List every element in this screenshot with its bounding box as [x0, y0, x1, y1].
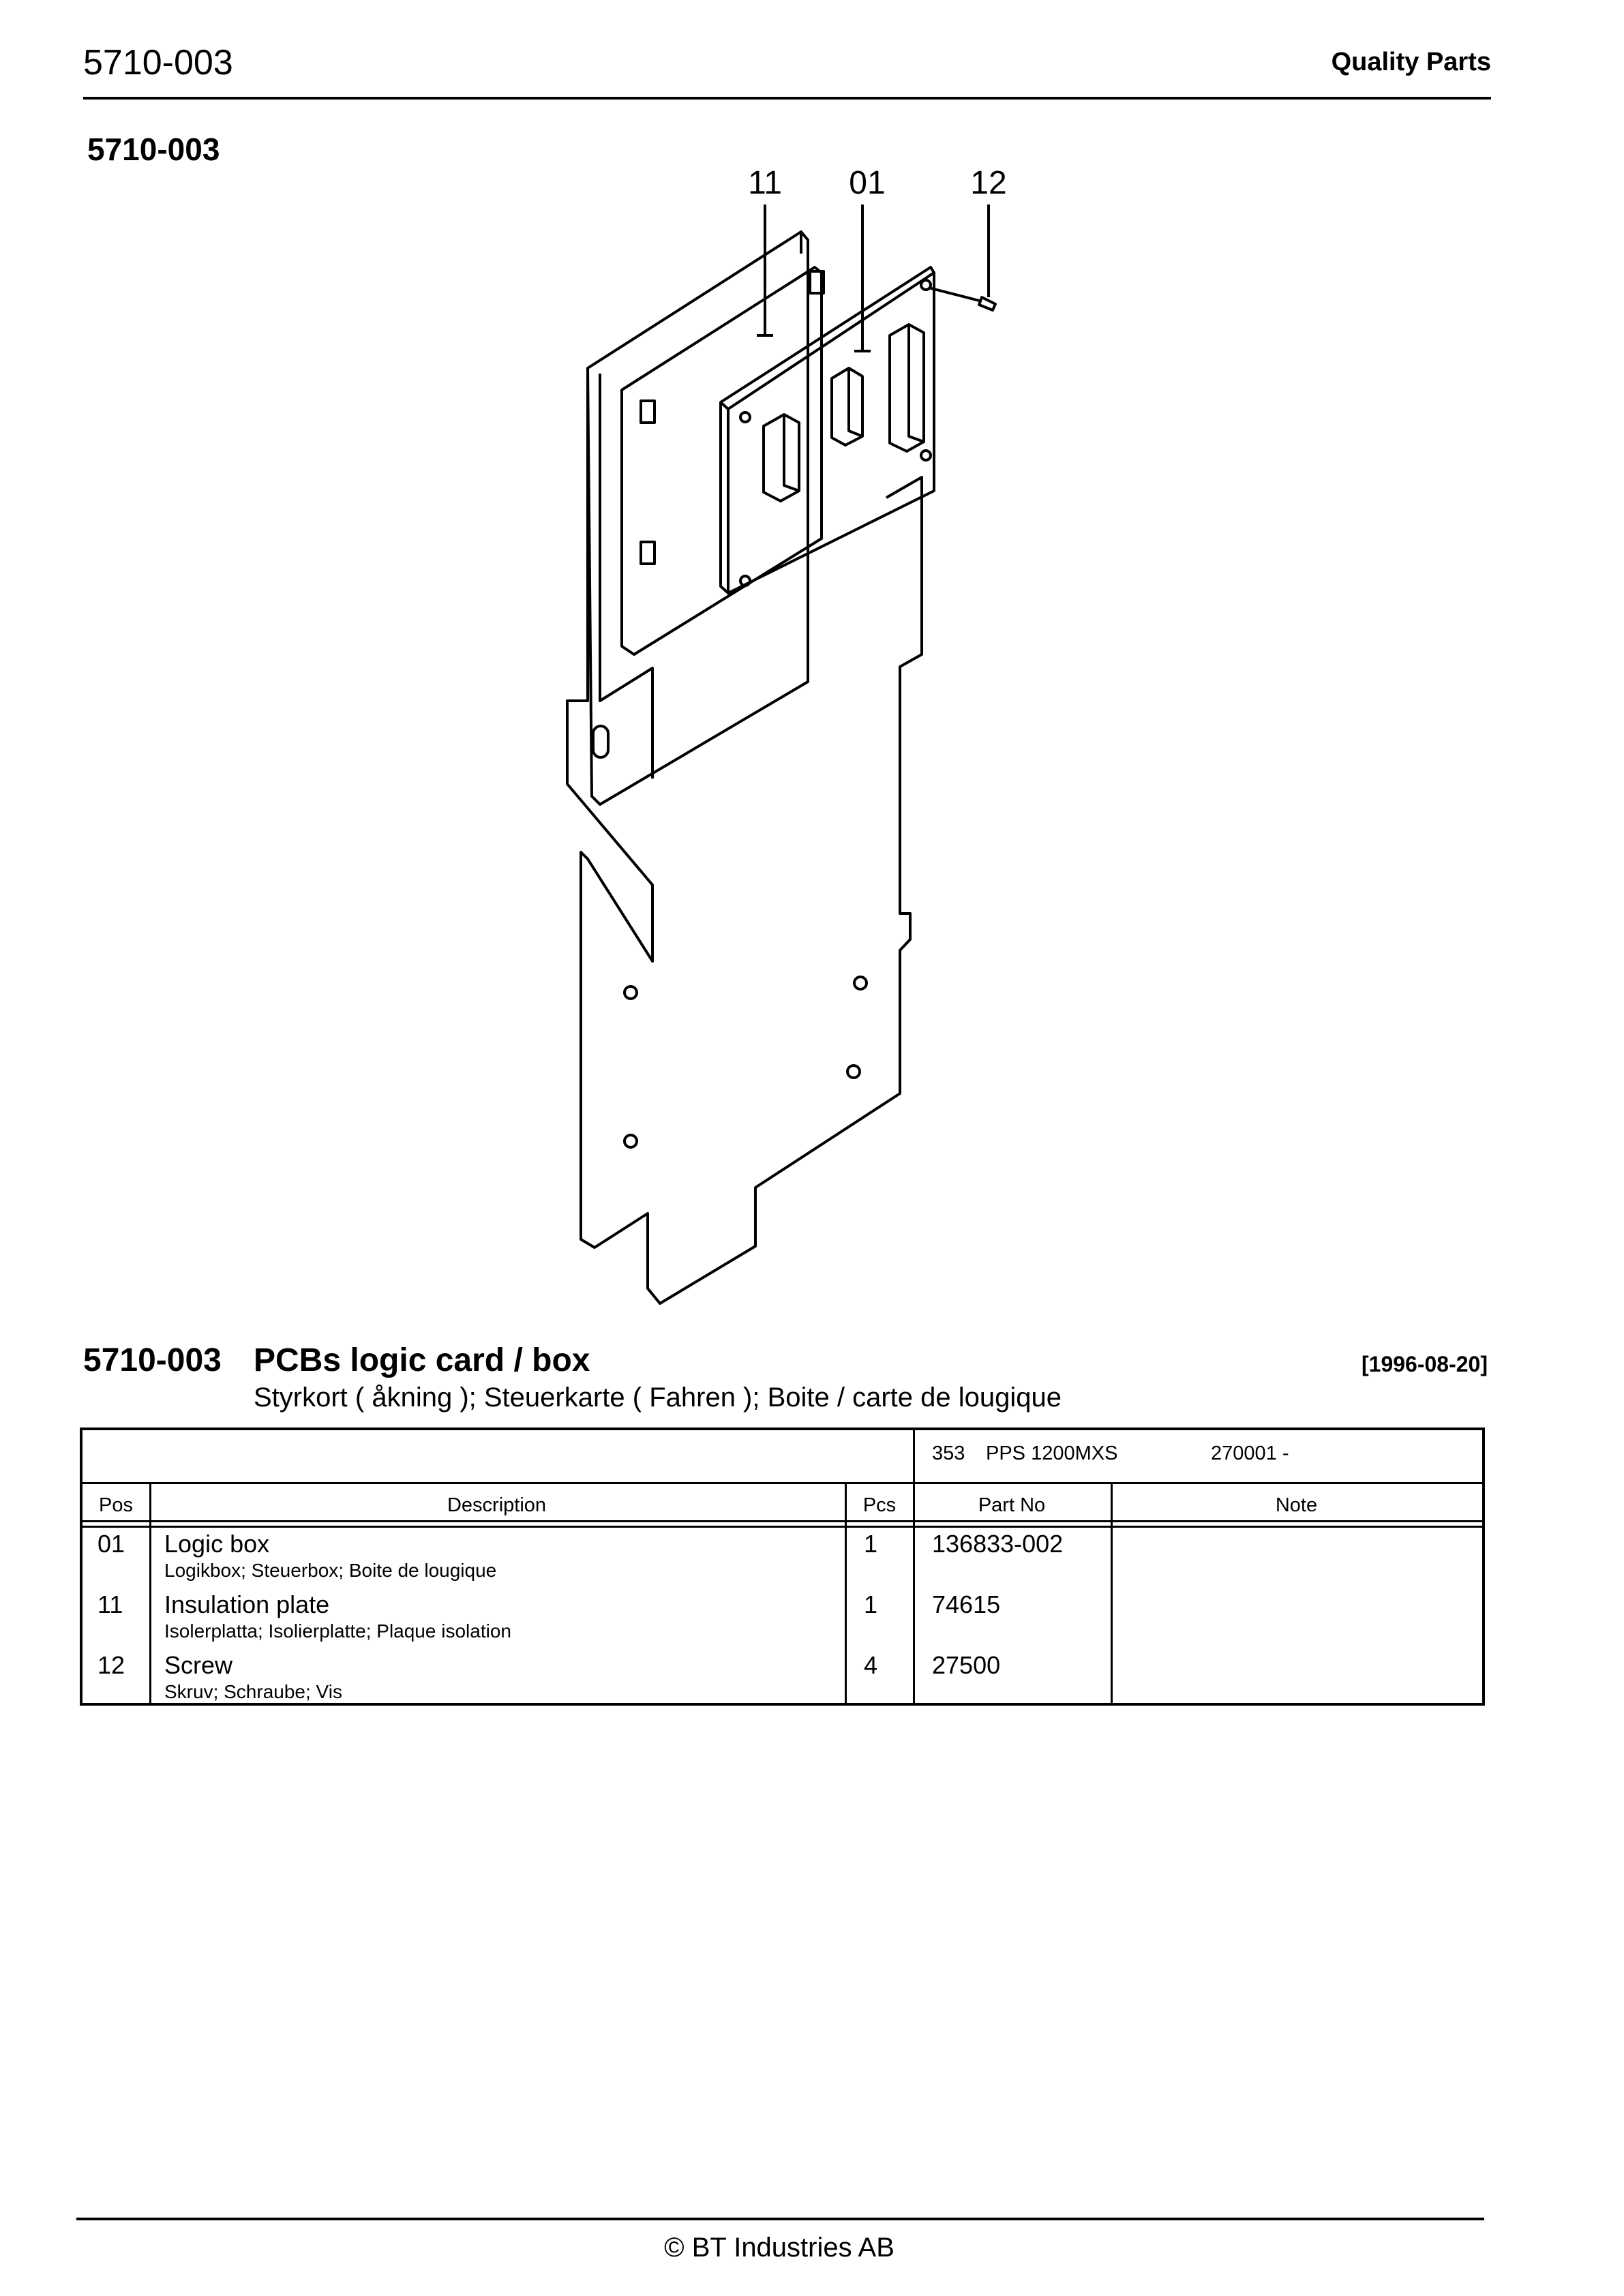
- header-rule-2: [82, 1526, 1482, 1528]
- applicability-divider: [913, 1430, 915, 1482]
- drawing-code: 5710-003: [87, 132, 220, 167]
- row-pos: 11: [97, 1590, 123, 1618]
- col-header-description: Description: [447, 1494, 547, 1516]
- model-number: 353: [932, 1442, 965, 1464]
- row-name: Logic box: [164, 1530, 270, 1558]
- copyright: © BT Industries AB: [664, 2233, 894, 2263]
- row-name: Insulation plate: [164, 1590, 330, 1618]
- board-hole-4: [920, 449, 932, 462]
- row-pcs: 1: [864, 1590, 878, 1618]
- mounting-plate: [566, 368, 923, 1305]
- model-name: PPS 1200MXS: [986, 1442, 1118, 1464]
- page-code: 5710-003: [83, 43, 233, 82]
- callout-01: 01: [849, 165, 885, 201]
- revision-date: [1996-08-20]: [1362, 1352, 1488, 1376]
- screw: [928, 286, 997, 312]
- col-header-pos: Pos: [99, 1494, 133, 1516]
- callout-11: 11: [748, 165, 782, 201]
- col-divider-3: [913, 1482, 915, 1706]
- row-name: Screw: [164, 1651, 233, 1679]
- parts-table: 353 PPS 1200MXS 270001 - Pos Description…: [80, 1428, 1485, 1706]
- col-divider-2: [845, 1482, 847, 1706]
- connector-2: [830, 367, 864, 447]
- row-translations: Logikbox; Steuerbox; Boite de lougique: [164, 1560, 497, 1581]
- col-divider-4: [1111, 1482, 1113, 1706]
- row-pos: 12: [97, 1651, 125, 1679]
- plate-hole-2: [853, 976, 868, 991]
- plate-hole-1: [623, 985, 638, 1000]
- plate-slot: [592, 725, 610, 759]
- applicability-rule: [82, 1482, 1482, 1484]
- logic-box-front-depth: [719, 271, 935, 593]
- standoff-2: [809, 270, 825, 294]
- mounting-plate-edge: [599, 374, 654, 779]
- serial-range: 270001 -: [1211, 1442, 1289, 1464]
- row-part-no: 27500: [932, 1651, 1001, 1679]
- connector-1: [762, 413, 800, 502]
- standoff-1: [640, 399, 656, 424]
- plate-hole-4: [623, 1134, 638, 1149]
- section-code: 5710-003: [83, 1342, 222, 1378]
- row-translations: Isolerplatta; Isolierplatte; Plaque isol…: [164, 1620, 511, 1642]
- col-header-part-no: Part No: [978, 1494, 1046, 1516]
- col-divider-1: [149, 1482, 151, 1706]
- col-header-pcs: Pcs: [862, 1494, 897, 1516]
- standoff-3: [640, 541, 656, 565]
- col-header-note: Note: [1275, 1494, 1318, 1516]
- row-translations: Skruv; Schraube; Vis: [164, 1681, 342, 1702]
- logic-box-back: [620, 266, 823, 656]
- header-divider: [83, 97, 1491, 100]
- section-translations: Styrkort ( åkning ); Steuerkarte ( Fahre…: [254, 1383, 1062, 1413]
- section-title: PCBs logic card / box: [254, 1342, 590, 1378]
- brand-label: Quality Parts: [1331, 48, 1491, 76]
- board-hole-2: [739, 575, 751, 587]
- row-part-no: 136833-002: [932, 1530, 1064, 1558]
- row-pcs: 4: [864, 1651, 878, 1679]
- footer-divider: [76, 2218, 1484, 2220]
- row-pcs: 1: [864, 1530, 878, 1558]
- header-rule-1: [82, 1520, 1482, 1522]
- board-hole-3: [920, 279, 932, 291]
- row-pos: 01: [97, 1530, 125, 1558]
- callout-12: 12: [970, 165, 1006, 201]
- exploded-drawing: 11 01 12: [566, 165, 1007, 1305]
- connector-3: [888, 323, 925, 453]
- logic-box-front: [719, 266, 935, 594]
- plate-hole-3: [846, 1064, 861, 1079]
- row-part-no: 74615: [932, 1590, 1001, 1618]
- board-hole-1: [739, 411, 751, 423]
